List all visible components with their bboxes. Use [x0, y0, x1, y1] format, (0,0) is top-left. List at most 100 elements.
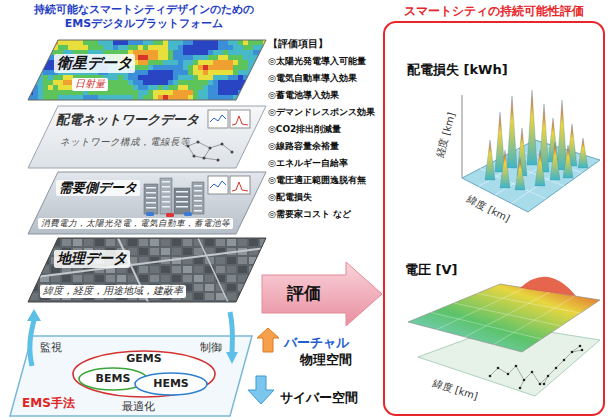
map-cell: [108, 95, 113, 100]
map-cell: [108, 85, 113, 90]
map-cell: [183, 50, 188, 55]
map-cell: [78, 45, 83, 50]
panel-heading: スマートシティの持続可能性評価: [383, 4, 605, 19]
map-cell: [148, 60, 153, 65]
aerial-block: [172, 266, 181, 273]
map-cell: [233, 45, 238, 50]
evaluation-item: ◎電気自動車導入効果: [268, 73, 357, 84]
layer-shape: [28, 106, 266, 168]
map-cell: [158, 50, 163, 55]
aerial-block: [150, 239, 159, 246]
axis-label: 緯度 [km]: [431, 377, 479, 403]
aerial-block: [227, 275, 236, 282]
map-cell: [193, 95, 198, 100]
building-windows: [194, 205, 202, 207]
aerial-block: [150, 248, 159, 255]
map-cell: [173, 75, 178, 80]
map-cell: [228, 85, 233, 90]
map-cell: [38, 45, 43, 50]
map-cell: [203, 65, 208, 70]
diagram-title: 持続可能なスマートシティデザインのための EMSデジタルプラットフォーム: [28, 3, 260, 32]
map-cell: [83, 45, 88, 50]
decoration: [507, 96, 517, 168]
map-cell: [198, 60, 203, 65]
demand-layer: 需要側データ消費電力，太陽光発電，電気自動車，蓄電池等: [28, 172, 266, 234]
plot-title: 電圧 [V]: [405, 262, 457, 278]
plane-note: 監視: [40, 341, 62, 355]
map-cell: [238, 95, 243, 100]
aerial-block: [227, 293, 236, 300]
map-cell: [143, 95, 148, 100]
map-cell: [253, 40, 258, 45]
layer-detail: ネットワーク構成，電線長等: [60, 136, 190, 148]
axis-label: 経度 [km]: [434, 111, 458, 159]
hems-ellipse: HEMS: [134, 372, 208, 396]
map-cell: [258, 65, 263, 70]
map-cell: [218, 45, 223, 50]
layer-outline: [28, 40, 266, 100]
map-cell: [253, 45, 258, 50]
map-cell: [73, 95, 78, 100]
building-windows: [146, 202, 156, 204]
map-cell: [233, 50, 238, 55]
map-cell: [103, 40, 108, 45]
map-cell: [43, 75, 48, 80]
aerial-block: [128, 302, 137, 309]
map-cell: [143, 75, 148, 80]
map-cell: [33, 95, 38, 100]
aerial-block: [260, 257, 269, 264]
layer-title: 衛星データ: [54, 54, 135, 73]
map-cell: [248, 85, 253, 90]
aerial-block: [238, 302, 247, 309]
aerial-block: [194, 257, 203, 264]
map-cell: [178, 65, 183, 70]
map-cell: [228, 60, 233, 65]
map-cell: [163, 60, 168, 65]
map-cell: [43, 90, 48, 95]
map-cell: [188, 40, 193, 45]
map-cell: [223, 40, 228, 45]
map-cell: [103, 95, 108, 100]
map-cell: [118, 90, 123, 95]
decoration: [523, 379, 526, 382]
map-cell: [213, 80, 218, 85]
aerial-block: [172, 248, 181, 255]
map-cell: [88, 40, 93, 45]
aerial-block: [106, 302, 115, 309]
map-cell: [243, 55, 248, 60]
map-cell: [188, 85, 193, 90]
map-cell: [73, 90, 78, 95]
map-cell: [138, 95, 143, 100]
map-cell: [258, 40, 263, 45]
map-cell: [148, 45, 153, 50]
map-cell: [223, 75, 228, 80]
map-cell: [38, 60, 43, 65]
map-cell: [168, 65, 173, 70]
decoration: [497, 367, 500, 370]
voltage-grid: [431, 288, 581, 345]
aerial-block: [183, 266, 192, 273]
map-cell: [138, 90, 143, 95]
map-cell: [138, 40, 143, 45]
aerial-block: [183, 239, 192, 246]
arrow-label: 評価: [262, 283, 346, 304]
map-cell: [33, 55, 38, 60]
map-cell: [138, 60, 143, 65]
loss-peaks: [485, 90, 588, 190]
cyber-space-plane: 監視制御EMS手法最適化GEMSBEMSHEMS: [10, 336, 252, 416]
aerial-block: [139, 266, 148, 273]
aerial-block: [150, 302, 159, 309]
map-cell: [153, 80, 158, 85]
map-cell: [203, 50, 208, 55]
map-cell: [258, 80, 263, 85]
aerial-block: [117, 302, 126, 309]
map-cell: [188, 95, 193, 100]
map-cell: [158, 65, 163, 70]
map-cell: [253, 90, 258, 95]
map-cell: [213, 55, 218, 60]
map-cell: [53, 90, 58, 95]
map-cell: [188, 50, 193, 55]
map-cell: [83, 95, 88, 100]
map-cell: [153, 85, 158, 90]
map-cell: [213, 50, 218, 55]
